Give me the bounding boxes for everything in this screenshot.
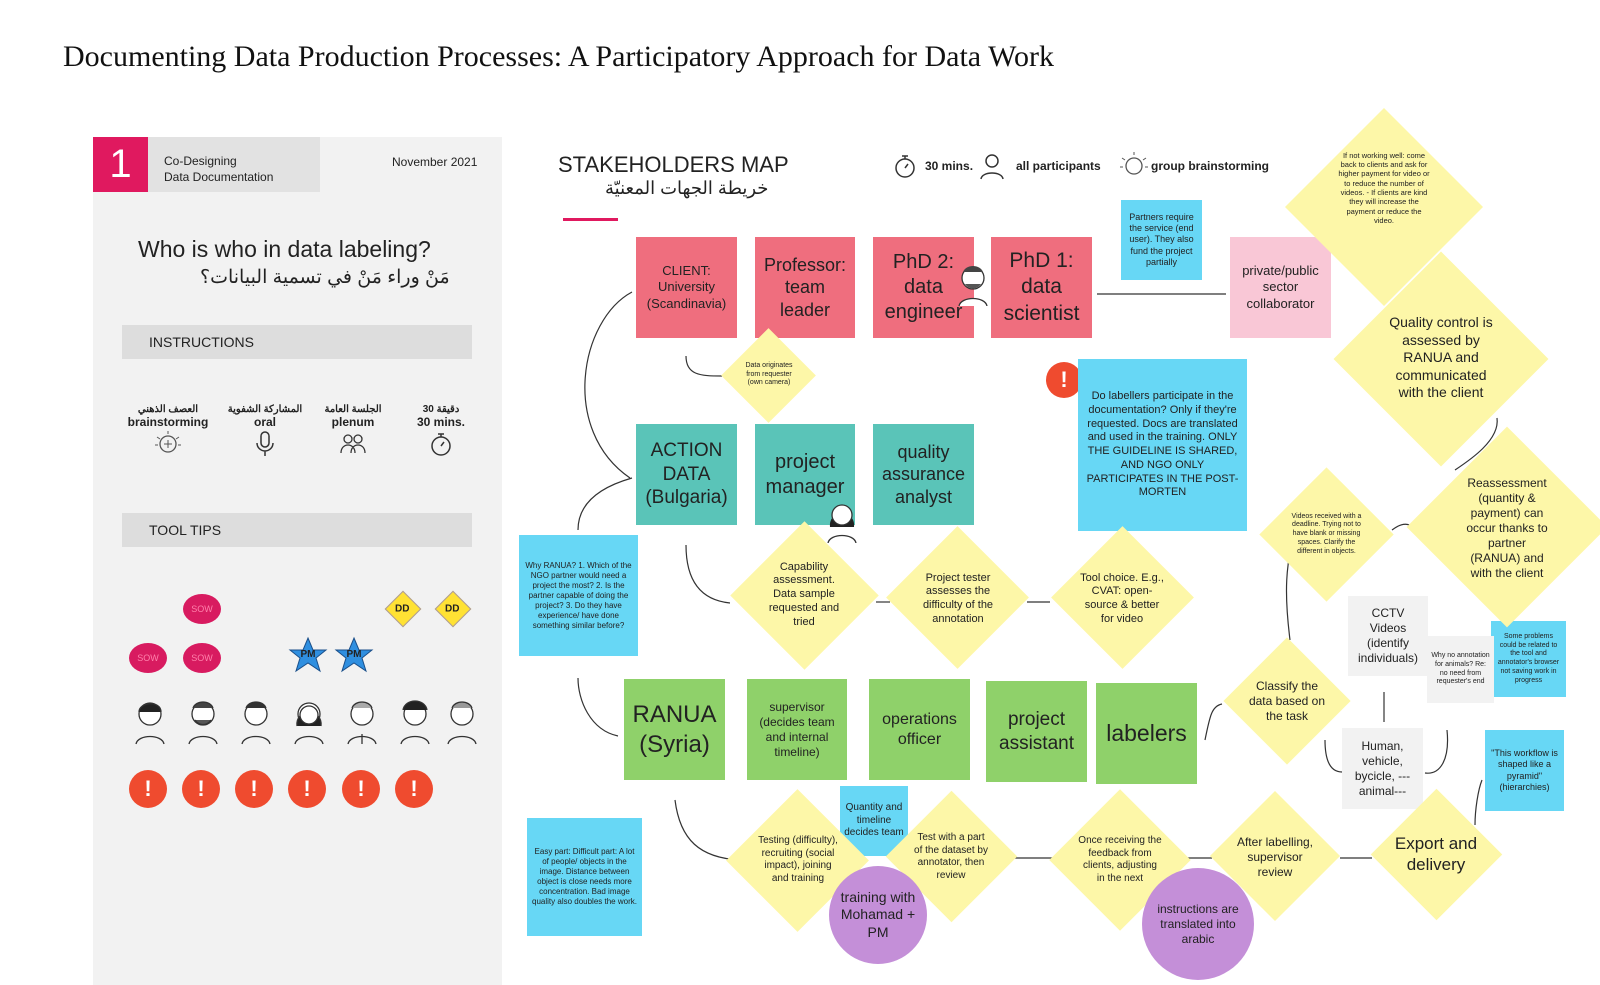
meta-mode: group brainstorming bbox=[1151, 159, 1269, 173]
alert-sticker[interactable]: ! bbox=[342, 770, 380, 808]
sticky-operations-officer[interactable]: operations officer bbox=[869, 679, 970, 780]
alert-sticker[interactable]: ! bbox=[182, 770, 220, 808]
meta-people: all participants bbox=[1016, 159, 1101, 173]
diamond-label: Videos received with a deadline. Trying … bbox=[1291, 512, 1362, 555]
instructions-header: INSTRUCTIONS bbox=[122, 325, 472, 359]
activity-panel bbox=[93, 137, 502, 985]
microphone-icon bbox=[220, 429, 310, 465]
diamond-label: Capability assessment. Data sample reque… bbox=[768, 560, 840, 628]
diamond-label: If not working well: come back to client… bbox=[1338, 150, 1430, 226]
alert-sticker[interactable]: ! bbox=[395, 770, 433, 808]
diamond-label: Export and delivery bbox=[1394, 833, 1478, 874]
alert-sticker[interactable]: ! bbox=[288, 770, 326, 808]
sticky-phd2[interactable]: PhD 2: data engineer bbox=[873, 237, 974, 338]
diamond-label: Classify the data based on the task bbox=[1248, 678, 1326, 723]
instruction-ar: العصف الذهني bbox=[137, 404, 199, 415]
sticky-partners-note[interactable]: Partners require the service (end user).… bbox=[1121, 200, 1202, 280]
persona-icon bbox=[957, 262, 989, 311]
group-icon bbox=[308, 429, 398, 465]
stopwatch-icon bbox=[893, 153, 917, 184]
instruction-brainstorming: العصف الذهني brainstorming bbox=[123, 404, 213, 465]
diamond-label: After labelling, supervisor review bbox=[1236, 834, 1314, 879]
persona-stickers bbox=[130, 696, 490, 746]
pm-star-sticker[interactable]: PM bbox=[288, 636, 328, 674]
sticky-supervisor[interactable]: supervisor (decides team and internal ti… bbox=[747, 679, 847, 780]
sticky-project-assistant[interactable]: project assistant bbox=[986, 681, 1087, 782]
sticky-professor[interactable]: Professor: team leader bbox=[755, 237, 855, 338]
instruction-ar: 30 دقيقة bbox=[422, 404, 460, 415]
sow-sticker[interactable]: SOW bbox=[129, 643, 167, 673]
sticky-collaborator[interactable]: private/public sector collaborator bbox=[1230, 237, 1331, 338]
alert-sticker[interactable]: ! bbox=[235, 770, 273, 808]
stopwatch-icon bbox=[396, 429, 486, 465]
diamond-label: Testing (difficulty), recruiting (social… bbox=[758, 835, 838, 884]
instruction-en: oral bbox=[253, 415, 276, 429]
sow-sticker[interactable]: SOW bbox=[183, 594, 221, 624]
instruction-ar: الجلسة العامة bbox=[324, 404, 382, 415]
codesign-line-1: Co-Designing bbox=[164, 154, 237, 168]
sticky-ranua[interactable]: RANUA (Syria) bbox=[624, 679, 725, 780]
sticky-labeller-question[interactable]: Do labellers participate in the document… bbox=[1078, 359, 1247, 531]
sticky-tool-problems[interactable]: Some problems could be related to the to… bbox=[1491, 621, 1566, 697]
instruction-en: plenum bbox=[331, 415, 375, 429]
pm-label: PM bbox=[346, 649, 362, 660]
pm-label: PM bbox=[300, 649, 316, 660]
diamond-label: Data originates from requester (own came… bbox=[745, 361, 793, 387]
tooltips-header: TOOL TIPS bbox=[122, 513, 472, 547]
instruction-en: 30 mins. bbox=[416, 415, 466, 429]
sticky-labelers[interactable]: labelers bbox=[1096, 683, 1197, 784]
sow-sticker[interactable]: SOW bbox=[183, 643, 221, 673]
persona-icon bbox=[826, 497, 858, 548]
alert-sticker[interactable]: ! bbox=[129, 770, 167, 808]
diamond-label: Test with a part of the dataset by annot… bbox=[914, 832, 988, 881]
sticky-cctv[interactable]: CCTV Videos (identify individuals) bbox=[1348, 596, 1428, 676]
instruction-plenum: الجلسة العامة plenum bbox=[308, 404, 398, 465]
sticky-qa-analyst[interactable]: quality assurance analyst bbox=[873, 424, 974, 525]
page-title: Documenting Data Production Processes: A… bbox=[63, 40, 1054, 73]
sticky-why-no-animals[interactable]: Why no annotation for animals? Re: no ne… bbox=[1427, 636, 1494, 703]
sticky-human-vehicle[interactable]: Human, vehicle, bycicle, --- animal--- bbox=[1342, 728, 1423, 809]
sticky-why-ranua[interactable]: Why RANUA? 1. Which of the NGO partner w… bbox=[519, 535, 638, 656]
question-english: Who is who in data labeling? bbox=[138, 236, 431, 262]
circle-instructions[interactable]: instructions are translated into arabic bbox=[1142, 868, 1254, 980]
sticky-project-manager[interactable]: project manager bbox=[755, 424, 855, 525]
persona-icon bbox=[135, 700, 477, 745]
diamond-label: Quality control is assessed by RANUA and… bbox=[1389, 314, 1493, 401]
sticky-phd1[interactable]: PhD 1: data scientist bbox=[991, 237, 1092, 338]
alert-sticker[interactable]: ! bbox=[1046, 362, 1082, 398]
circle-training[interactable]: training with Mohamad + PM bbox=[829, 866, 927, 964]
pm-star-sticker[interactable]: PM bbox=[334, 636, 374, 674]
map-title: STAKEHOLDERS MAP bbox=[558, 152, 789, 177]
sticky-easy-part[interactable]: Easy part: Difficult part: A lot of peop… bbox=[527, 818, 642, 936]
activity-label: Co-Designing Data Documentation bbox=[148, 137, 320, 192]
person-icon bbox=[979, 152, 1005, 185]
question-arabic: مَنْ وراء مَنْ في تسمية البيانات؟ bbox=[200, 267, 450, 288]
step-number-badge: 1 bbox=[93, 137, 148, 192]
diamond-label: Once receiving the feedback from clients… bbox=[1078, 835, 1162, 884]
codesign-line-2: Data Documentation bbox=[164, 170, 274, 184]
map-title-arabic: خريطة الجهات المعنيّة bbox=[605, 178, 769, 198]
title-underline bbox=[563, 218, 618, 221]
activity-date: November 2021 bbox=[392, 155, 478, 169]
instruction-time: 30 دقيقة 30 mins. bbox=[396, 404, 486, 465]
sticky-client[interactable]: CLIENT: University (Scandinavia) bbox=[636, 237, 737, 338]
brain-bulb-icon bbox=[123, 429, 213, 465]
instruction-en: brainstorming bbox=[127, 415, 209, 429]
diamond-label: Project tester assesses the difficulty o… bbox=[922, 571, 994, 625]
diamond-label: Tool choice. E.g., CVAT: open-source & b… bbox=[1080, 571, 1164, 625]
sticky-pyramid[interactable]: "This workflow is shaped like a pyramid"… bbox=[1485, 730, 1564, 811]
brain-bulb-icon bbox=[1118, 150, 1150, 185]
instruction-oral: المشاركة الشفوية oral bbox=[220, 404, 310, 465]
diamond-label: Reassessment (quantity & payment) can oc… bbox=[1466, 475, 1548, 580]
meta-time: 30 mins. bbox=[925, 159, 974, 173]
sticky-action-data[interactable]: ACTION DATA (Bulgaria) bbox=[636, 424, 737, 525]
instruction-ar: المشاركة الشفوية bbox=[227, 404, 303, 415]
